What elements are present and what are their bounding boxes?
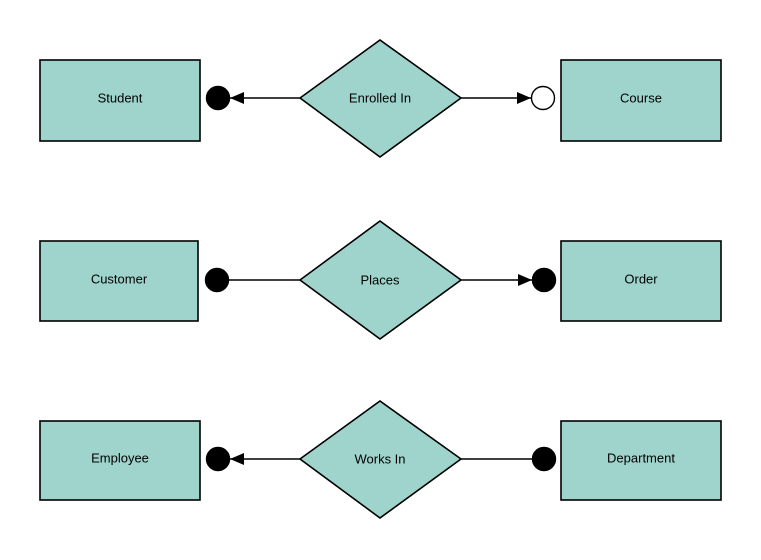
relationship-works-in[interactable]: Works In: [298, 400, 463, 519]
relationship-places[interactable]: Places: [298, 220, 463, 340]
cardinality-dot-hollow-icon-course[interactable]: [530, 85, 556, 111]
entity-order-box[interactable]: [560, 240, 722, 322]
entity-employee-box[interactable]: [39, 420, 201, 501]
entity-department-label: Department: [607, 450, 675, 465]
arrow-left-icon-employee: [230, 453, 244, 465]
cardinality-dot-filled-icon-customer[interactable]: [204, 267, 230, 293]
cardinality-dot-filled-icon-employee[interactable]: [205, 446, 231, 472]
relationship-works-in-label: Works In: [354, 451, 405, 466]
entity-order[interactable]: Order: [560, 240, 722, 322]
arrow-right-icon-course: [517, 92, 531, 104]
arrow-right-icon-order: [518, 274, 532, 286]
entity-employee-label: Employee: [91, 450, 149, 465]
entity-student[interactable]: Student: [39, 59, 201, 142]
entity-employee[interactable]: Employee: [39, 420, 201, 501]
entity-course-label: Course: [620, 90, 662, 105]
relationship-enrolled-in[interactable]: Enrolled In: [298, 39, 463, 158]
relationship-row-works-in: Employee Works In Department: [39, 400, 722, 519]
entity-customer-label: Customer: [91, 271, 148, 286]
relationship-places-label: Places: [360, 272, 400, 287]
cardinality-dot-filled-icon-department[interactable]: [531, 446, 557, 472]
cardinality-dot-filled-icon-order[interactable]: [531, 267, 557, 293]
entity-order-label: Order: [624, 271, 658, 286]
entity-student-box[interactable]: [39, 59, 201, 142]
entity-student-label: Student: [98, 90, 143, 105]
relationship-enrolled-in-label: Enrolled In: [349, 90, 411, 105]
entity-department-box[interactable]: [560, 420, 722, 501]
entity-course[interactable]: Course: [560, 59, 722, 142]
entity-customer-box[interactable]: [39, 240, 199, 322]
entity-customer[interactable]: Customer: [39, 240, 199, 322]
entity-course-box[interactable]: [560, 59, 722, 142]
entity-department[interactable]: Department: [560, 420, 722, 501]
relationship-row-enrolled-in: Student Enrolled In Course: [39, 39, 722, 158]
arrow-left-icon-student: [230, 92, 244, 104]
cardinality-dot-filled-icon-student[interactable]: [205, 85, 231, 111]
relationship-row-places: Customer Places Order: [39, 220, 722, 340]
